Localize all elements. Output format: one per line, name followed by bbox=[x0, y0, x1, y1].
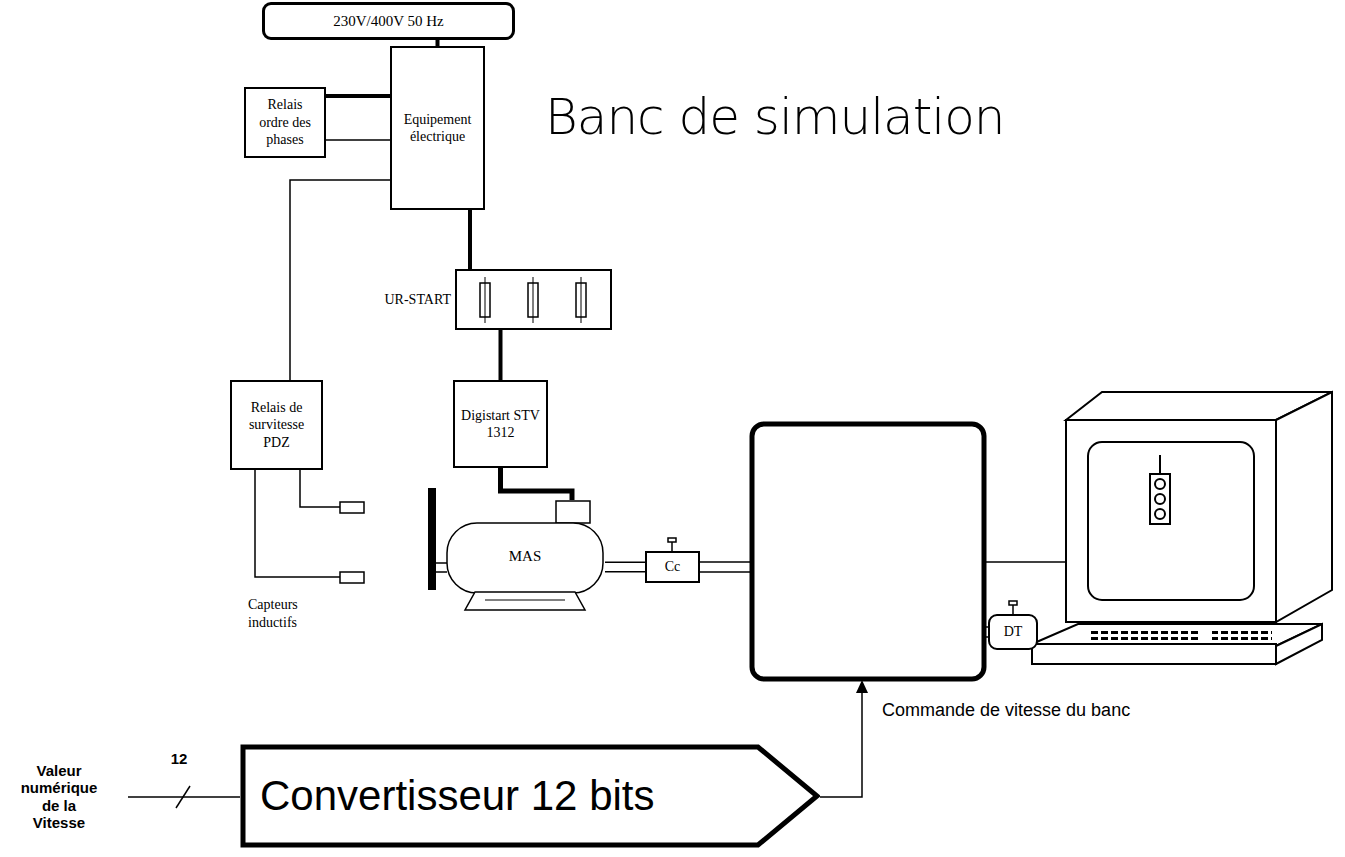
overspeed-relay-box: Relais de survitesse PDZ bbox=[230, 380, 323, 470]
connector bbox=[470, 210, 471, 269]
sensor-wire bbox=[255, 470, 340, 577]
fuse-symbols bbox=[457, 271, 610, 328]
node-text: Digistart STV 1312 bbox=[460, 407, 541, 442]
computer bbox=[1032, 392, 1332, 664]
fuse-wire bbox=[581, 277, 582, 323]
inductive-sensor bbox=[340, 572, 364, 583]
arrow-head bbox=[856, 680, 868, 693]
motor-feet bbox=[465, 592, 585, 610]
fuse-wire bbox=[533, 277, 534, 323]
node-text: DT bbox=[1004, 624, 1023, 640]
tacho-dynamo: DT bbox=[988, 614, 1038, 650]
wire bbox=[326, 139, 390, 141]
motor: MAS bbox=[445, 500, 605, 612]
connector bbox=[326, 140, 390, 141]
data-cable bbox=[986, 561, 1066, 563]
node-text: UR-START bbox=[385, 292, 452, 308]
node-text: 230V/400V 50 Hz bbox=[333, 13, 444, 30]
connector bbox=[501, 468, 573, 500]
equipment-box: Equipement électrique bbox=[390, 46, 485, 210]
fuse-block: UR-START bbox=[455, 269, 612, 330]
node-text: Equipement électrique bbox=[397, 111, 478, 146]
input-label: Valeur numérique de la Vitesse bbox=[16, 762, 102, 831]
supply-box: 230V/400V 50 Hz bbox=[262, 2, 515, 40]
wire bbox=[468, 210, 472, 269]
fuse-wire bbox=[485, 277, 486, 323]
node-text: MAS bbox=[445, 548, 605, 565]
shaft-outline bbox=[605, 562, 645, 573]
connector bbox=[500, 330, 501, 380]
connector bbox=[290, 180, 390, 380]
disk-shaft bbox=[436, 563, 447, 572]
soft-starter-box: Digistart STV 1312 bbox=[453, 380, 548, 468]
command-label: Commande de vitesse du banc bbox=[882, 700, 1272, 721]
terminal-box bbox=[556, 501, 590, 523]
diagram-title: Banc de simulation bbox=[545, 88, 1005, 146]
wire bbox=[290, 180, 390, 380]
bus-slash bbox=[176, 786, 190, 808]
converter-block: Convertisseur 12 bits bbox=[240, 744, 820, 848]
bus-width: 12 bbox=[164, 750, 194, 767]
node-text: Relais ordre des phases bbox=[251, 96, 319, 149]
wire bbox=[501, 468, 573, 500]
connector bbox=[326, 96, 390, 97]
node-text: Cc bbox=[665, 559, 681, 575]
torque-sensor: Cc bbox=[645, 551, 700, 583]
connector bbox=[605, 567, 645, 568]
motor-feet bbox=[485, 600, 565, 601]
bench-box bbox=[752, 424, 984, 679]
toothed-disk bbox=[428, 488, 436, 590]
shaft-inner bbox=[605, 563, 645, 571]
sensor-wire bbox=[300, 470, 340, 507]
sensor-label: Capteurs inductifs bbox=[248, 596, 340, 631]
wire bbox=[499, 330, 503, 380]
inductive-sensor bbox=[340, 502, 364, 513]
speed-command-wire bbox=[820, 690, 862, 797]
node-text: Relais de survitesse PDZ bbox=[237, 399, 316, 452]
wire bbox=[326, 94, 390, 98]
node-text: Convertisseur 12 bits bbox=[240, 772, 655, 820]
relay-box: Relais ordre des phases bbox=[244, 87, 326, 158]
